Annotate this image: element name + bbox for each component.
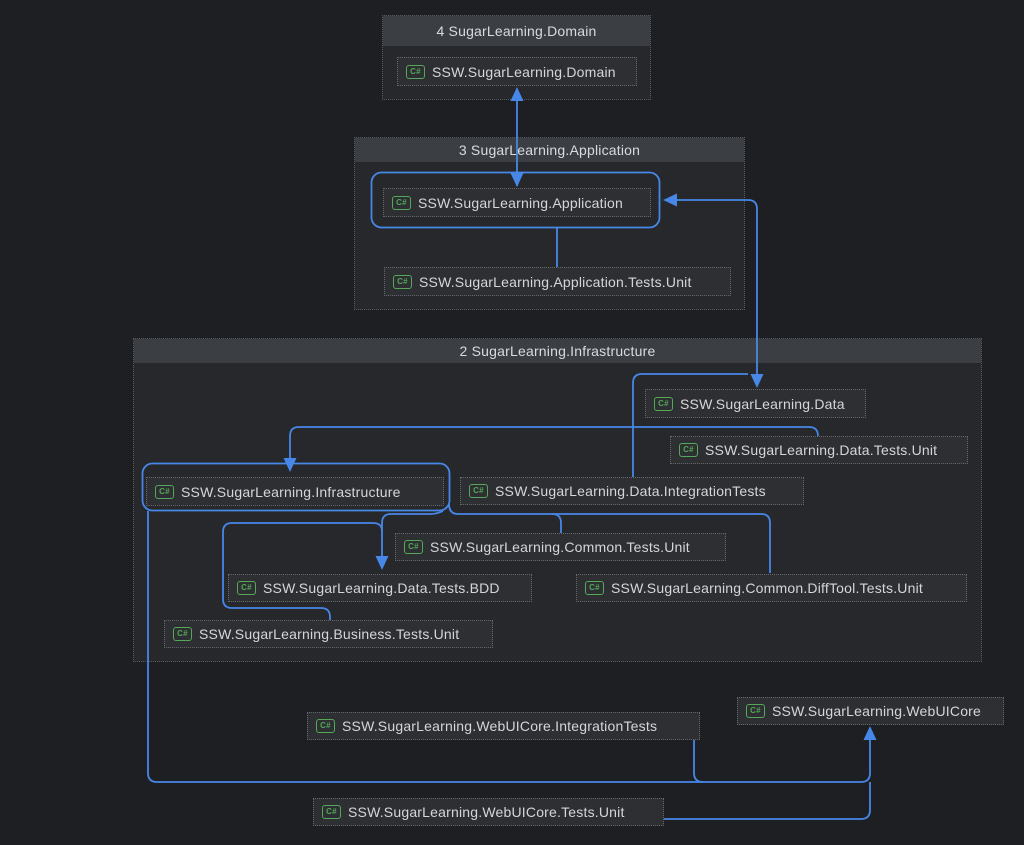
csharp-project-icon: C# <box>237 581 256 595</box>
node-webuicore-integration-tests[interactable]: C# SSW.SugarLearning.WebUICore.Integrati… <box>307 712 700 740</box>
arrowhead-into-webuicore <box>864 726 877 740</box>
csharp-project-icon: C# <box>406 65 425 79</box>
node-infrastructure[interactable]: C# SSW.SugarLearning.Infrastructure <box>146 477 444 506</box>
node-label: SSW.SugarLearning.Domain <box>432 64 616 80</box>
node-label: SSW.SugarLearning.WebUICore.IntegrationT… <box>342 718 657 734</box>
node-application-tests-unit[interactable]: C# SSW.SugarLearning.Application.Tests.U… <box>384 267 731 296</box>
csharp-project-icon: C# <box>173 627 192 641</box>
node-label: SSW.SugarLearning.Common.DiffTool.Tests.… <box>611 580 923 596</box>
node-data-integration-tests[interactable]: C# SSW.SugarLearning.Data.IntegrationTes… <box>460 477 804 505</box>
csharp-project-icon: C# <box>746 704 765 718</box>
csharp-project-icon: C# <box>392 196 411 210</box>
csharp-project-icon: C# <box>654 397 673 411</box>
edge-webui-tests <box>664 782 870 819</box>
node-data-tests-unit[interactable]: C# SSW.SugarLearning.Data.Tests.Unit <box>670 436 968 464</box>
node-label: SSW.SugarLearning.Data.IntegrationTests <box>495 483 766 499</box>
csharp-project-icon: C# <box>585 581 604 595</box>
node-common-difftool-tests-unit[interactable]: C# SSW.SugarLearning.Common.DiffTool.Tes… <box>576 574 967 602</box>
node-label: SSW.SugarLearning.WebUICore <box>772 703 981 719</box>
node-webuicore-tests-unit[interactable]: C# SSW.SugarLearning.WebUICore.Tests.Uni… <box>313 798 664 826</box>
node-label: SSW.SugarLearning.Application <box>418 195 623 211</box>
csharp-project-icon: C# <box>469 484 488 498</box>
csharp-project-icon: C# <box>316 719 335 733</box>
node-business-tests-unit[interactable]: C# SSW.SugarLearning.Business.Tests.Unit <box>164 620 493 648</box>
node-webuicore[interactable]: C# SSW.SugarLearning.WebUICore <box>737 697 1004 725</box>
node-domain[interactable]: C# SSW.SugarLearning.Domain <box>397 57 637 86</box>
node-label: SSW.SugarLearning.Common.Tests.Unit <box>430 539 690 555</box>
node-label: SSW.SugarLearning.WebUICore.Tests.Unit <box>348 804 625 820</box>
node-label: SSW.SugarLearning.Data.Tests.Unit <box>705 442 937 458</box>
edge-webui-integrationtests <box>694 740 703 782</box>
group-domain-header[interactable]: 4 SugarLearning.Domain <box>383 16 650 46</box>
node-label: SSW.SugarLearning.Data <box>680 396 845 412</box>
node-data-tests-bdd[interactable]: C# SSW.SugarLearning.Data.Tests.BDD <box>228 574 532 602</box>
node-label: SSW.SugarLearning.Application.Tests.Unit <box>419 274 692 290</box>
node-data[interactable]: C# SSW.SugarLearning.Data <box>645 389 866 418</box>
node-label: SSW.SugarLearning.Infrastructure <box>181 484 401 500</box>
node-common-tests-unit[interactable]: C# SSW.SugarLearning.Common.Tests.Unit <box>395 533 726 561</box>
group-application-header[interactable]: 3 SugarLearning.Application <box>355 138 744 162</box>
node-label: SSW.SugarLearning.Business.Tests.Unit <box>199 626 459 642</box>
csharp-project-icon: C# <box>679 443 698 457</box>
csharp-project-icon: C# <box>155 485 174 499</box>
node-label: SSW.SugarLearning.Data.Tests.BDD <box>263 580 500 596</box>
csharp-project-icon: C# <box>404 540 423 554</box>
csharp-project-icon: C# <box>322 805 341 819</box>
group-infrastructure-header[interactable]: 2 SugarLearning.Infrastructure <box>134 339 981 363</box>
node-application[interactable]: C# SSW.SugarLearning.Application <box>383 188 651 217</box>
csharp-project-icon: C# <box>393 275 412 289</box>
